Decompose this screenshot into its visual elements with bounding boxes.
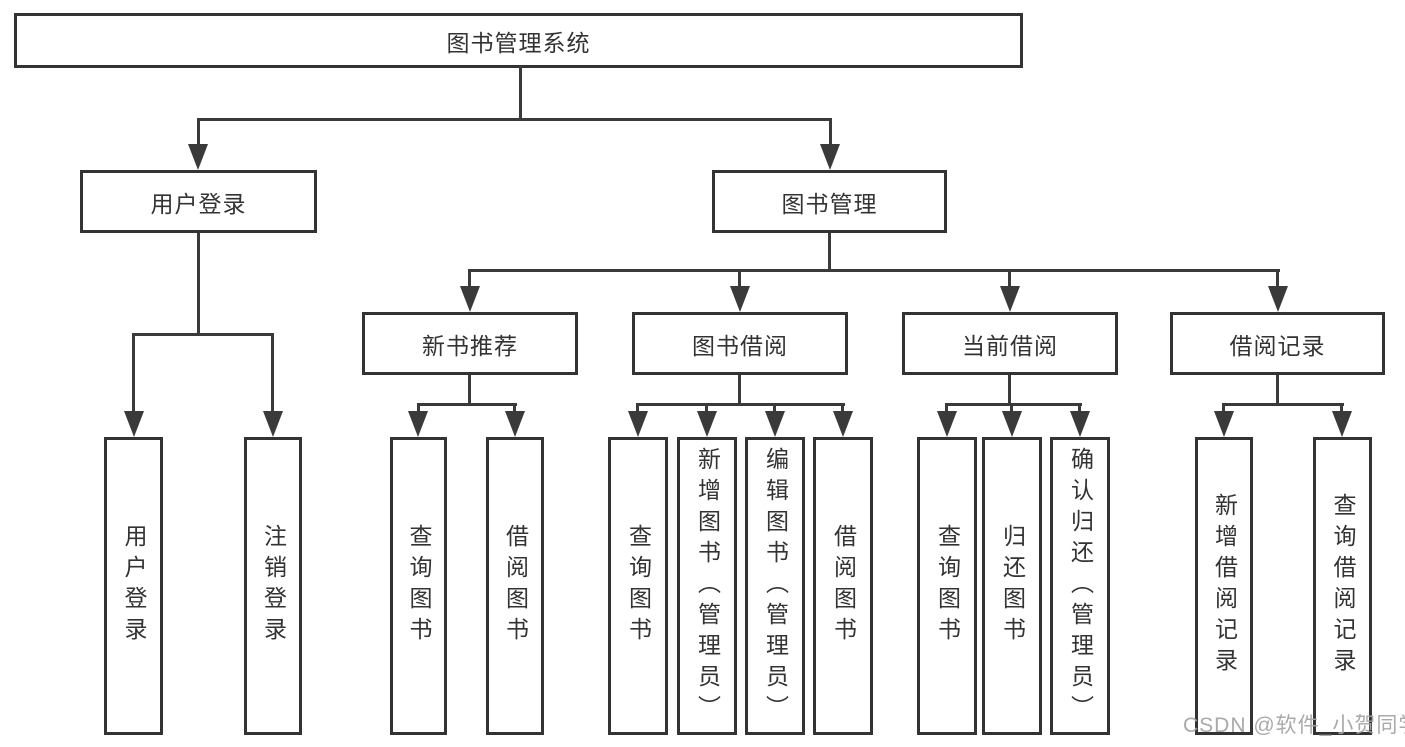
connector-root-stem [519,66,522,121]
node-leaf-borrow-books-1: 借阅图书 [486,437,544,735]
connector-drop-new-book-recommend [468,269,471,290]
node-new-book-recommend-label: 新书推荐 [422,332,518,359]
arrow-down-icon [833,411,853,437]
arrow-down-icon [730,286,750,312]
connector-drop-borrow-records [1276,269,1279,290]
watermark: CSDN @软件_小贺同学 [1183,714,1405,737]
connector-drop-current-borrow [1008,269,1011,290]
node-library-management-system-label: 图书管理系统 [446,29,591,56]
node-leaf-edit-books-admin: 编辑图书（管理员） [745,437,805,735]
node-leaf-borrow-books-1-label: 借阅图书 [502,524,529,648]
connector-drop-book-borrow [738,269,741,290]
node-leaf-query-books-2-label: 查询图书 [625,524,652,648]
arrow-down-icon [124,411,144,437]
node-leaf-query-books-3-label: 查询图书 [934,524,961,648]
node-leaf-add-borrow-record-label: 新增借阅记录 [1211,493,1238,679]
arrow-down-icon [1000,286,1020,312]
connector-user-login-rail [132,333,274,336]
node-leaf-logout-label: 注销登录 [260,524,287,648]
node-current-borrow-label: 当前借阅 [962,332,1058,359]
connector-drop [1340,403,1343,415]
arrow-down-icon [937,411,957,437]
connector-new-book-recommend-rail [417,403,517,406]
node-leaf-query-books-1: 查询图书 [390,437,447,735]
node-leaf-borrow-books-2: 借阅图书 [813,437,873,735]
arrow-down-icon [628,411,648,437]
arrow-down-icon [1332,411,1352,437]
node-leaf-query-borrow-record-label: 查询借阅记录 [1330,493,1356,679]
node-leaf-add-books-admin-label: 新增图书（管理员） [694,446,721,726]
node-user-login: 用户登录 [80,170,317,233]
node-leaf-query-books-2: 查询图书 [608,437,668,735]
connector-book-borrow-stem [738,375,741,406]
connector-drop [945,403,948,415]
arrow-down-icon [1070,411,1090,437]
connector-borrow-records-rail [1222,403,1344,406]
node-leaf-edit-books-admin-label: 编辑图书（管理员） [762,446,789,726]
arrow-down-icon [460,286,480,312]
connector-drop [1010,403,1013,415]
connector-borrow-records-stem [1276,375,1279,406]
connector-new-book-recommend-stem [468,375,471,406]
connector-drop [417,403,420,415]
connector-book-management-stem [828,233,831,272]
arrow-down-icon [263,411,283,437]
connector-drop-book-management [829,118,832,147]
connector-book-management-rail [468,269,1280,272]
connector-drop [513,403,516,415]
node-user-login-label: 用户登录 [150,190,247,217]
arrow-down-icon [505,411,525,437]
node-library-management-system: 图书管理系统 [14,13,1023,68]
connector-drop-leaf-user-login [132,333,135,413]
connector-current-borrow-stem [1008,375,1011,406]
node-leaf-borrow-books-2-label: 借阅图书 [830,524,857,648]
arrow-down-icon [1002,411,1022,437]
arrow-down-icon [1214,411,1234,437]
node-book-borrow-label: 图书借阅 [692,332,788,359]
node-leaf-return-books: 归还图书 [982,437,1042,735]
arrow-down-icon [820,144,840,170]
connector-drop [1078,403,1081,415]
node-book-management-label: 图书管理 [781,190,878,217]
node-borrow-records: 借阅记录 [1170,312,1385,375]
node-current-borrow: 当前借阅 [902,312,1118,375]
node-book-borrow: 图书借阅 [632,312,848,375]
connector-drop [773,403,776,415]
connector-drop-user-login [197,118,200,147]
arrow-down-icon [765,411,785,437]
node-book-management: 图书管理 [712,170,947,233]
connector-root-rail [197,118,832,121]
node-leaf-query-books-3: 查询图书 [917,437,977,735]
node-leaf-add-books-admin: 新增图书（管理员） [677,437,737,735]
node-leaf-user-login: 用户登录 [104,437,163,735]
node-leaf-add-borrow-record: 新增借阅记录 [1195,437,1253,735]
connector-drop [1222,403,1225,415]
connector-drop-leaf-logout [271,333,274,413]
node-leaf-confirm-return-admin-label: 确认归还（管理员） [1067,446,1094,726]
arrow-down-icon [188,144,208,170]
node-leaf-confirm-return-admin: 确认归还（管理员） [1050,437,1110,735]
node-new-book-recommend: 新书推荐 [362,312,578,375]
connector-drop [841,403,844,415]
arrow-down-icon [408,411,428,437]
arrow-down-icon [1268,286,1288,312]
connector-book-borrow-rail [636,403,845,406]
node-leaf-return-books-label: 归还图书 [999,524,1026,648]
connector-drop [636,403,639,415]
node-leaf-user-login-label: 用户登录 [121,524,147,648]
connector-user-login-stem [197,233,200,336]
connector-drop [705,403,708,415]
node-leaf-query-borrow-record: 查询借阅记录 [1313,437,1372,735]
node-borrow-records-label: 借阅记录 [1229,332,1326,359]
arrow-down-icon [697,411,717,437]
connector-current-borrow-rail [945,403,1082,406]
node-leaf-logout: 注销登录 [244,437,302,735]
node-leaf-query-books-1-label: 查询图书 [406,524,432,648]
